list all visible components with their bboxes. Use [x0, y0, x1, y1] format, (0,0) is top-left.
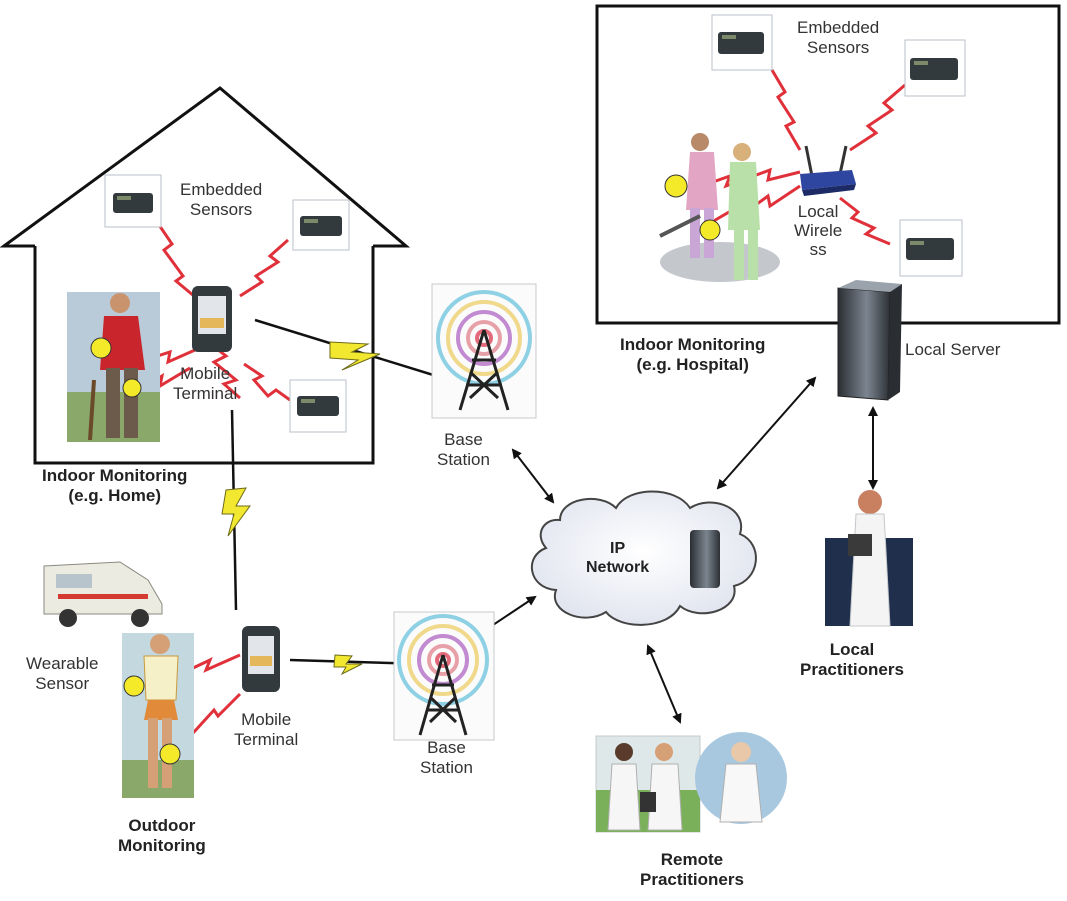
remote-practitioners-figure [595, 732, 787, 833]
ip-network-label: IP Network [586, 540, 649, 578]
base-station-tower-icon [431, 283, 537, 419]
local-practitioner-figure [825, 490, 913, 627]
base-station-bottom-line1: Base [427, 738, 466, 757]
home-title-line1: Indoor Monitoring [42, 466, 188, 485]
local-practitioners-line2: Practitioners [800, 660, 904, 680]
remote-practitioners-label: Remote Practitioners [640, 850, 744, 890]
hospital-title-line2: (e.g. Hospital) [636, 355, 749, 375]
local-wireless-line2: Wirele [794, 221, 843, 241]
base-station-top-line1: Base [444, 430, 483, 449]
mobile-terminal-icon [242, 626, 280, 692]
home-title-line2: (e.g. Home) [68, 486, 161, 506]
home-patient-figure [67, 292, 160, 442]
ip-network-line1: IP [610, 540, 626, 557]
long-range-links [221, 341, 381, 676]
wearable-sensor-label: Wearable Sensor [26, 654, 98, 694]
local-practitioners-label: Local Practitioners [800, 640, 904, 680]
home-terminal-line1: Mobile [180, 364, 231, 383]
base-station-tower-icon [393, 611, 495, 741]
wearable-sensor-dot [664, 174, 688, 198]
ambulance-icon [43, 561, 163, 627]
home-title: Indoor Monitoring (e.g. Home) [42, 466, 187, 506]
wearable-sensor-dot [699, 219, 721, 241]
local-server-text: Local Server [905, 340, 1001, 359]
home-sensors-line1: Embedded [180, 180, 263, 199]
local-practitioners-line1: Local [829, 640, 875, 659]
hospital-title: Indoor Monitoring (e.g. Hospital) [620, 335, 765, 375]
embedded-sensor [289, 379, 347, 433]
embedded-sensor [292, 199, 350, 251]
hospital-embedded-sensors-label: Embedded Sensors [797, 18, 879, 58]
home-sensors-line2: Sensors [189, 200, 253, 220]
outdoor-title-line1: Outdoor [128, 816, 196, 835]
embedded-sensor [899, 219, 963, 277]
local-wireless-line1: Local [797, 202, 839, 221]
home-mobile-terminal-label: Mobile Terminal [173, 364, 237, 404]
hospital-title-line1: Indoor Monitoring [620, 335, 766, 354]
base-station-bottom-line2: Station [420, 758, 473, 778]
outdoor-mobile-terminal-label: Mobile Terminal [234, 710, 298, 750]
local-server-icon [837, 280, 902, 401]
hospital-sensors-line2: Sensors [806, 38, 870, 58]
wearable-sensor-line1: Wearable [26, 654, 99, 673]
embedded-sensor [904, 39, 966, 97]
wearable-sensor-dot [123, 675, 145, 697]
ip-network-cloud [530, 490, 757, 626]
wearable-sensor-dot [90, 337, 112, 359]
ip-network-line2: Network [586, 558, 650, 576]
outdoor-title-line2: Monitoring [118, 836, 206, 856]
outdoor-terminal-line1: Mobile [241, 710, 292, 729]
base-station-top-line2: Station [437, 450, 490, 470]
local-server-label: Local Server [905, 340, 1000, 360]
base-station-bottom-label: Base Station [420, 738, 473, 778]
home-embedded-sensors-label: Embedded Sensors [180, 180, 262, 220]
local-wireless-label: Local Wirele ss [794, 202, 842, 259]
local-wireless-line3: ss [809, 240, 827, 260]
remote-practitioners-line1: Remote [660, 850, 724, 869]
outdoor-terminal-line2: Terminal [234, 730, 299, 750]
wearable-sensor-dot [122, 378, 142, 398]
outdoor-title: Outdoor Monitoring [118, 816, 206, 856]
remote-practitioners-line2: Practitioners [640, 870, 744, 890]
embedded-sensor [104, 174, 162, 228]
hospital-sensors-line1: Embedded [797, 18, 880, 37]
wearable-sensor-dot [159, 743, 181, 765]
embedded-sensor [711, 14, 773, 71]
base-station-top-label: Base Station [437, 430, 490, 470]
outdoor-runner-figure [122, 633, 194, 798]
mobile-terminal-icon [192, 286, 232, 352]
home-terminal-line2: Terminal [173, 384, 238, 404]
wireless-router-icon [800, 145, 856, 196]
wearable-sensor-line2: Sensor [35, 674, 90, 694]
